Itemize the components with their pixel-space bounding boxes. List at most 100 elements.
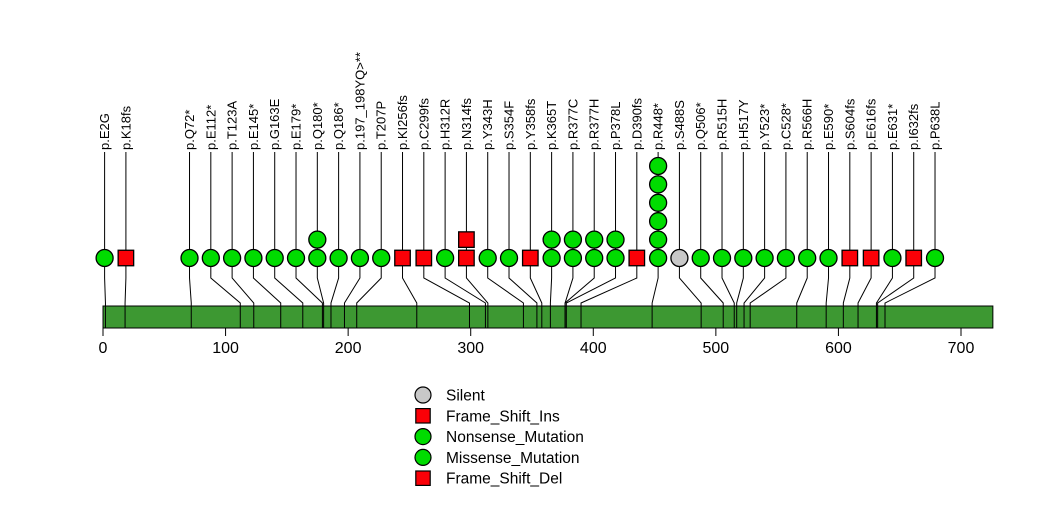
mutation-marker [798,248,817,268]
mutation-label: p.H312R [438,99,453,150]
mutation-marker [372,248,391,268]
mutation-marker [691,248,710,268]
axis-tick-label: 500 [703,340,730,357]
mutation-stem [842,152,851,328]
mutation-label: p.Q186* [331,102,346,150]
mutation-marker [350,248,370,268]
mutation-stem [825,152,830,328]
mutation-stem [529,152,543,328]
axis-tick-label: 700 [948,340,975,357]
mutation-marker [329,248,348,268]
mutation-label: p.R515H [715,99,730,150]
mutation-stem [465,152,489,328]
mutation-marker [458,249,475,267]
mutation-stem [877,152,915,328]
mutation-stem [295,152,323,328]
mutation-label: p.I632fs [906,103,921,150]
mutation-marker [585,248,604,268]
mutation-stem [189,152,192,328]
axis-tick-label: 200 [335,340,362,357]
mutation-label: p.R448* [651,103,666,150]
legend-swatch-nonsense_mutation [414,428,432,446]
legend-label: Frame_Shift_Ins [446,408,560,425]
mutation-marker [478,248,497,268]
mutation-label: p.S354F [502,101,517,150]
mutation-label: p.Y358fs [523,98,538,150]
mutation-label: p.Y523* [757,104,772,150]
mutation-label: p.S488S [672,100,687,150]
mutation-stem [580,152,638,328]
axis-tick-label: 100 [212,340,239,357]
mutation-label: p.KI256fs [395,95,410,150]
mutation-stem [565,152,617,328]
mutation-label: p.E631* [885,104,900,150]
mutation-stem [736,152,744,328]
mutation-marker [308,230,327,249]
axis-tick-label: 300 [457,340,484,357]
mutation-marker [648,193,668,212]
mutation-label: p.Q180* [310,102,325,150]
mutation-marker [841,249,859,267]
mutation-marker [542,230,561,249]
mutation-stem [743,152,766,328]
mutation-label: p.Y343H [480,99,495,150]
legend-label: Nonsense_Mutation [446,429,584,446]
mutation-stem [356,152,382,328]
mutation-label: p.C299fs [416,97,431,150]
mutation-marker [648,248,668,268]
mutation-stem [700,152,724,328]
mutation-marker [648,230,668,249]
mutation-marker [862,249,880,267]
mutation-stem [487,152,524,328]
mutation-marker [265,248,284,268]
mutation-marker [117,249,135,267]
mutation-label: p.P638L [928,102,943,150]
protein-track [102,305,994,329]
mutation-marker [648,156,668,176]
mutation-stem [721,152,735,328]
mutation-stem [444,152,486,328]
mutation-label: p.R566H [800,99,815,150]
mutation-marker [458,231,475,249]
mutation-stem [316,152,325,328]
mutation-stem [252,152,282,328]
mutation-marker [648,212,668,231]
mutation-label: p.R377H [587,99,602,150]
mutation-stem [274,152,304,328]
mutation-stem [875,152,893,328]
mutation-label: p.H517Y [736,99,751,150]
mutation-marker [925,248,945,268]
mutation-stem [508,152,538,328]
mutation-label: p.E616fs [864,98,879,150]
mutation-label: p.E2G [97,113,112,150]
mutation-stem [104,152,106,328]
mutation-label: p.T123A [225,101,240,150]
mutation-label: p.K365T [544,101,559,150]
mutation-stem [210,152,241,328]
mutation-marker [883,248,902,268]
mutation-label: p.G163E [267,98,282,150]
mutation-label: p.197_198YQ>** [352,52,367,150]
axis-tick-label: 400 [580,340,607,357]
mutation-label: p.P378L [608,102,623,150]
legend-label: Silent [446,388,485,405]
mutation-marker [563,248,583,268]
mutation-stem [749,152,787,328]
mutation-label: p.K18fs [118,105,133,150]
mutation-stem [124,152,127,328]
legend-swatch-missense_mutation [414,448,432,466]
mutation-label: p.R377C [565,99,580,150]
mutation-marker [648,175,668,194]
mutation-marker [415,249,433,267]
legend-label: Missense_Mutation [446,450,580,467]
mutation-marker [819,248,838,268]
mutation-label: p.C528* [778,103,793,150]
mutation-label: p.E590* [821,104,836,150]
mutation-marker [244,248,263,268]
mutation-stem [343,152,361,328]
mutation-label: p.T207P [374,101,389,150]
legend-swatch-frame_shift_del [415,470,431,486]
mutation-marker [95,248,114,268]
mutation-stem [678,152,702,328]
